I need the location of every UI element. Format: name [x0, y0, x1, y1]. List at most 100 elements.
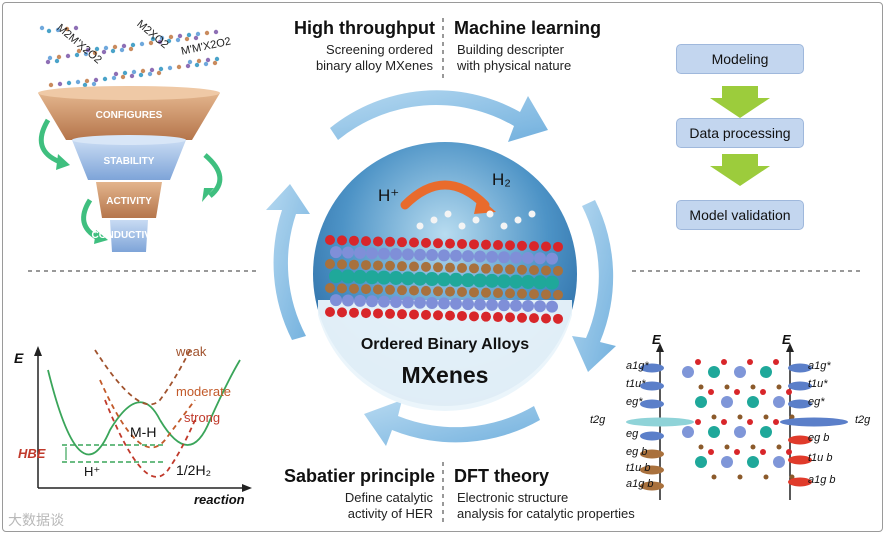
slab-atom [373, 308, 383, 319]
hydrogen-atom [500, 222, 508, 230]
slab-atom [438, 297, 450, 310]
slab-atom [517, 264, 527, 275]
ml-step-data-processing: Data processing [676, 118, 804, 148]
funnel-particle [48, 82, 54, 88]
slab-atom [385, 308, 395, 319]
funnel-particle [73, 25, 79, 31]
funnel-particle [138, 72, 144, 78]
slab-atom [553, 265, 563, 276]
dft-sub2: analysis for catalytic properties [457, 506, 635, 521]
funnel-particle [93, 77, 99, 83]
lattice-atom [695, 456, 707, 468]
slab-atom [349, 283, 359, 294]
lattice-oxygen [721, 419, 727, 425]
lattice-oxygen [708, 449, 714, 455]
lattice-oxygen [786, 389, 792, 395]
slab-atom [397, 237, 407, 248]
high-throughput-title: High throughput [294, 18, 435, 38]
dft-right-level-label: a1g* [808, 360, 831, 372]
lattice-carbon [776, 444, 782, 450]
funnel-particle [54, 58, 60, 64]
ml-step-modeling: Modeling [676, 44, 804, 74]
lattice-oxygen [747, 359, 753, 365]
dft-diagram [626, 343, 848, 500]
ml-flow-arrows [710, 86, 770, 186]
funnel-label-activity: ACTIVITY [106, 196, 152, 207]
slab-atom [522, 299, 534, 312]
funnel-particle [185, 63, 191, 69]
funnel-particle [103, 45, 109, 51]
funnel-particle [94, 46, 100, 52]
lattice-oxygen [734, 389, 740, 395]
slab-atom [486, 250, 498, 263]
slab-atom [390, 295, 402, 308]
slab-atom [433, 286, 443, 297]
curve-weak-label: weak [176, 344, 207, 359]
dft-right-lobe [788, 363, 812, 373]
slab-atom [433, 310, 443, 321]
slab-atom [529, 313, 539, 324]
funnel-particle [101, 49, 107, 55]
slab-atom [409, 237, 419, 248]
dft-left-lobe [640, 431, 664, 441]
lattice-carbon [698, 384, 704, 390]
lattice-atom [760, 426, 772, 438]
cycle-ring [266, 90, 616, 446]
slab-atom [409, 309, 419, 320]
dft-title: DFT theory [454, 466, 550, 486]
slab-atom [533, 275, 547, 290]
lattice-carbon [737, 414, 743, 420]
slab-atom [457, 238, 467, 249]
funnel-particle [113, 71, 119, 77]
slab-atom [390, 247, 402, 260]
funnel-particle [120, 74, 126, 80]
slab-atom [505, 240, 515, 251]
funnel-particle [83, 51, 89, 57]
slab-atom [389, 270, 403, 285]
lattice-carbon [711, 414, 717, 420]
funnel-stage-3 [96, 182, 162, 218]
slab-atom [473, 273, 487, 288]
slab-atom [354, 294, 366, 307]
slab-atom [469, 311, 479, 322]
dft-right-axis-head [786, 343, 794, 352]
slab-atom [474, 298, 486, 311]
hydrogen-atom [458, 222, 466, 230]
lattice-carbon [737, 474, 743, 480]
machine-learning-title: Machine learning [454, 18, 602, 38]
slab-atom [469, 239, 479, 250]
lattice-atom [708, 426, 720, 438]
lattice-atom [682, 426, 694, 438]
dft-left-level-label: t1u b [626, 462, 651, 474]
lattice-atom [708, 366, 720, 378]
slab-atom [481, 239, 491, 250]
lattice-oxygen [721, 359, 727, 365]
funnel-particle [82, 82, 88, 88]
hydrogen-atom [430, 216, 438, 224]
slab-atom [438, 249, 450, 262]
funnel-particle [149, 67, 155, 73]
funnel-green-arrow-1-head [56, 154, 70, 170]
slab-atom [385, 284, 395, 295]
slab-atom [421, 285, 431, 296]
energy-curve-strong [104, 399, 196, 478]
funnel-particle [205, 57, 211, 63]
slab-atom [534, 300, 546, 313]
machine-learning-sub1: Building descripter [457, 42, 564, 57]
funnel-label-stability: STABILITY [103, 156, 155, 167]
machine-learning-sub2: with physical nature [457, 58, 572, 73]
mxene-slab [325, 210, 563, 324]
ml-arrow-1 [710, 86, 770, 118]
cycle-arrow-left [266, 184, 310, 340]
slab-atom [361, 260, 371, 271]
funnel-particle [84, 78, 90, 84]
slab-atom [354, 246, 366, 259]
funnel-particle [110, 48, 116, 54]
mh-label: M-H [130, 424, 157, 440]
slab-atom [373, 260, 383, 271]
funnel-particle [46, 28, 52, 34]
proton-label: H⁺ [378, 186, 400, 205]
funnel-particle [64, 26, 70, 32]
